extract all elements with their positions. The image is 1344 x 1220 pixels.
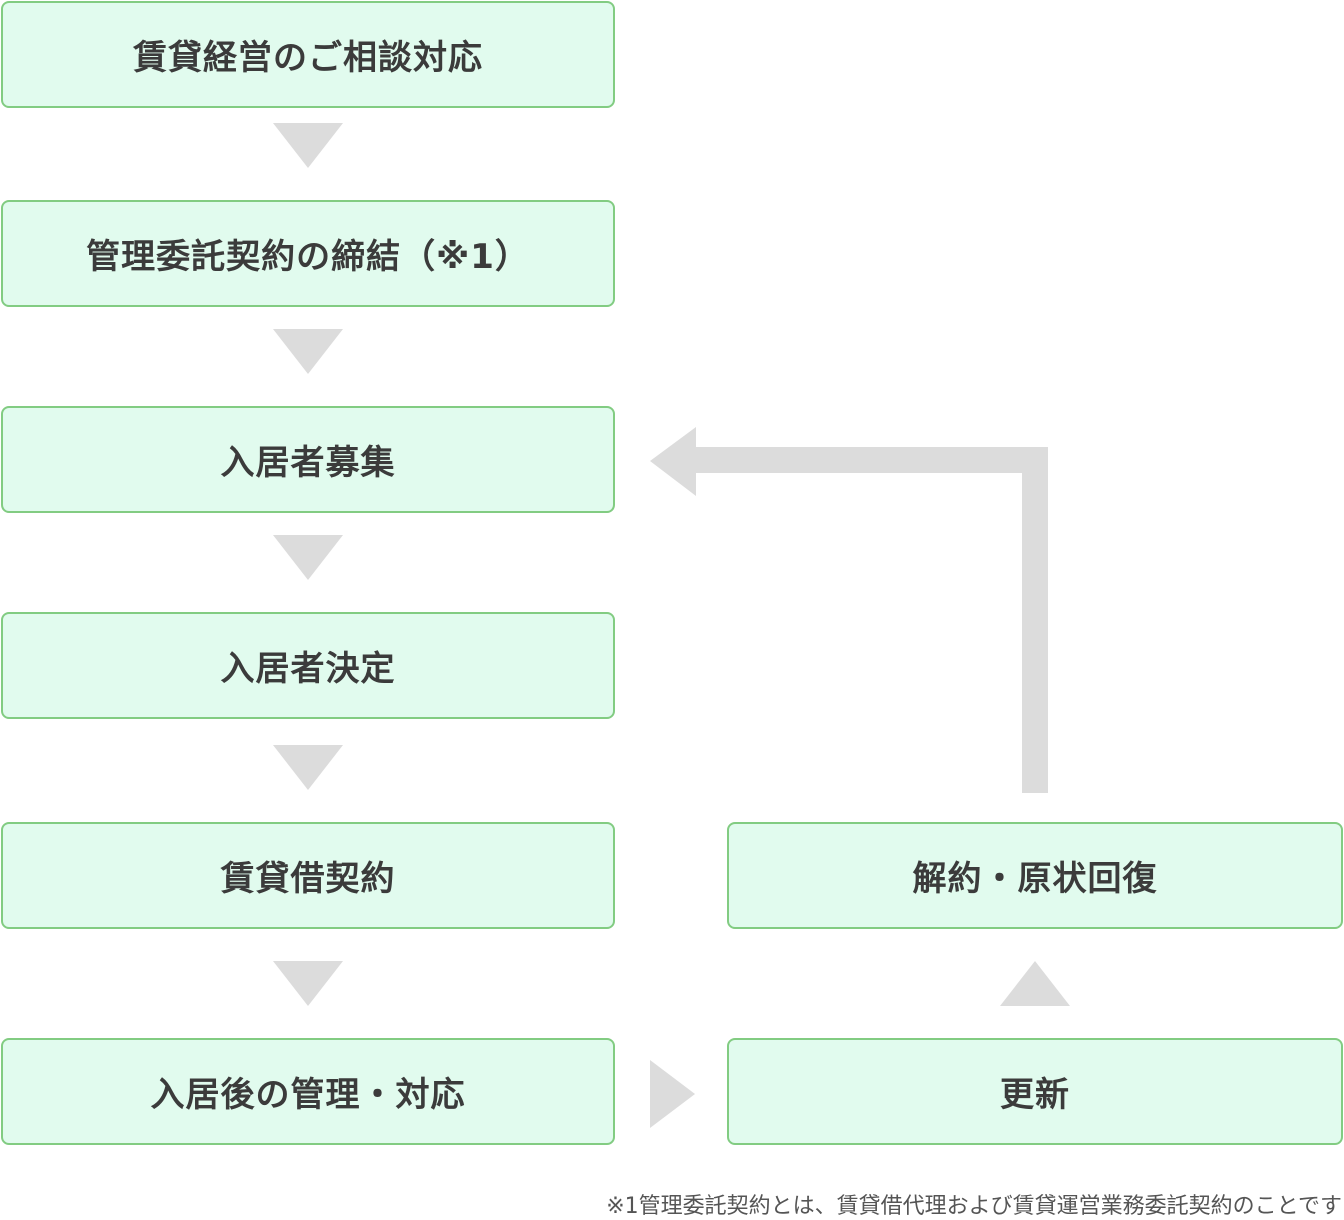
arrow-down-icon xyxy=(273,329,343,374)
step-lease-contract: 賃貸借契約 xyxy=(1,822,615,929)
step-renewal: 更新 xyxy=(727,1038,1343,1145)
arrow-up-icon xyxy=(1000,961,1070,1006)
arrow-down-icon xyxy=(273,745,343,790)
footnote: ※1管理委託契約とは、賃貸借代理および賃貸運営業務委託契約のことです xyxy=(606,1194,1342,1219)
arrow-down-icon xyxy=(273,123,343,168)
arrow-down-icon xyxy=(273,535,343,580)
step-tenant-recruitment: 入居者募集 xyxy=(1,406,615,513)
step-tenant-decision: 入居者決定 xyxy=(1,612,615,719)
step-management-contract: 管理委託契約の締結（※1） xyxy=(1,200,615,307)
step-post-move-in-management: 入居後の管理・対応 xyxy=(1,1038,615,1145)
step-rental-consultation: 賃貸経営のご相談対応 xyxy=(1,1,615,108)
arrow-down-icon xyxy=(273,961,343,1006)
arrow-right-icon xyxy=(650,1060,695,1128)
step-cancellation-restoration: 解約・原状回復 xyxy=(727,822,1343,929)
